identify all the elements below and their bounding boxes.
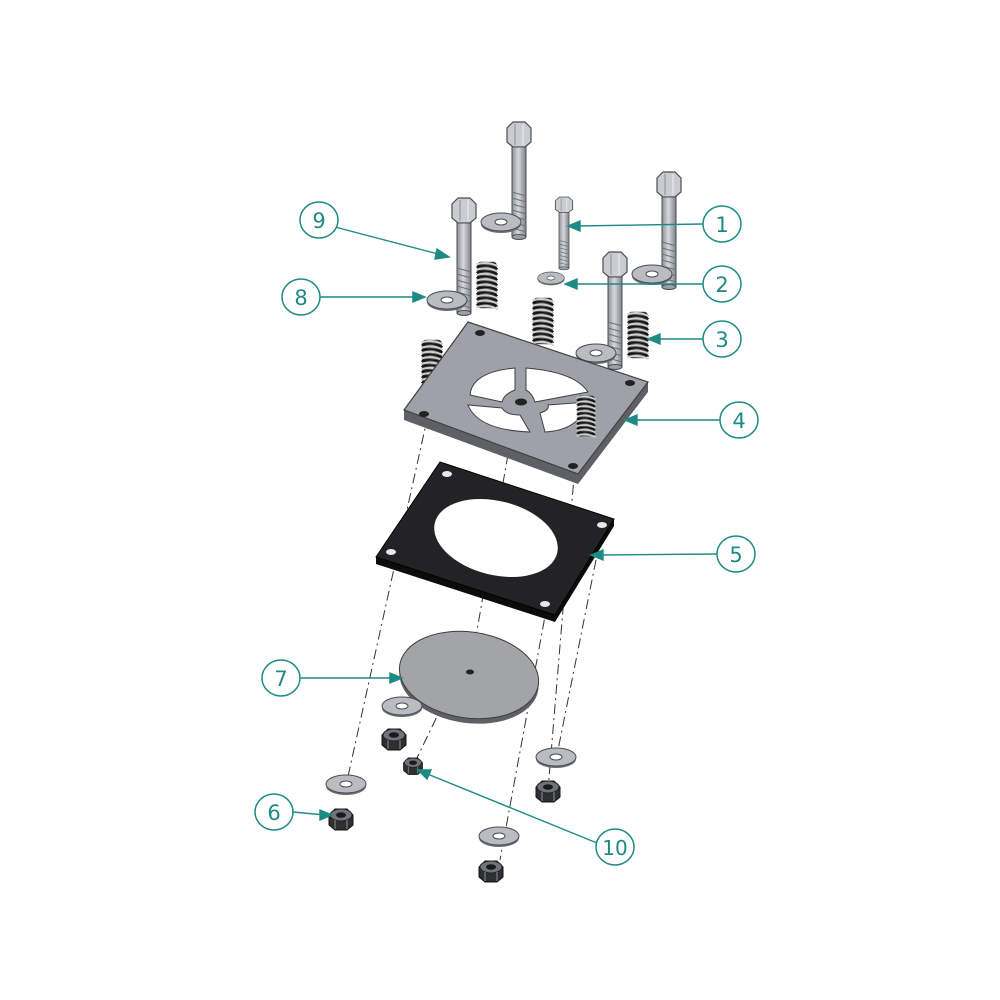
small-washer [537,271,565,286]
callout-9 [299,201,339,239]
callout-label-9: 9 [312,209,325,233]
callout-3 [702,320,742,358]
washer [426,290,468,312]
center-line [555,559,597,761]
leader-1 [574,223,704,227]
callout-label-6: 6 [267,801,280,825]
callout-10 [595,828,635,866]
callout-8 [281,278,321,316]
callout-label-10: 10 [602,836,627,860]
callout-6 [254,793,294,831]
callout-2 [702,265,742,303]
washer [631,264,673,286]
spring [475,260,499,311]
nut [381,728,407,751]
plate-center-hole [515,398,527,406]
nut [478,860,504,883]
washer [535,747,577,769]
washer [381,696,423,718]
washer [478,826,520,848]
callout-label-8: 8 [294,286,307,310]
plate-bolt-holes [419,330,635,469]
leader-lines [292,219,720,844]
spring [626,310,650,361]
leader-5 [597,553,718,556]
washer [480,212,522,234]
center-line [414,699,446,763]
center-line [499,599,549,861]
callout-5 [716,535,756,573]
callout-label-3: 3 [715,328,728,352]
callout-label-5: 5 [729,543,742,567]
leader-10 [424,772,598,844]
leader-9 [334,226,443,256]
callout-7 [261,659,301,697]
callout-label-2: 2 [715,273,728,297]
spring [575,394,597,439]
callout-label-1: 1 [715,213,728,237]
disc [398,630,540,724]
lower-hardware [325,696,577,883]
callout-1 [702,205,742,243]
spring [531,296,555,347]
washer [325,774,367,796]
center-line [344,414,429,791]
callout-label-4: 4 [732,409,745,433]
callout-4 [719,401,759,439]
nut [328,808,354,831]
callouts [254,201,759,866]
gasket [375,461,615,622]
callout-label-7: 7 [274,667,287,691]
callout-labels: 1 2 3 4 5 6 7 8 9 10 [267,209,745,860]
gasket-bolt-holes [386,471,607,607]
gasket-opening [434,498,558,578]
short-bolt [554,196,574,271]
nut [535,780,561,803]
